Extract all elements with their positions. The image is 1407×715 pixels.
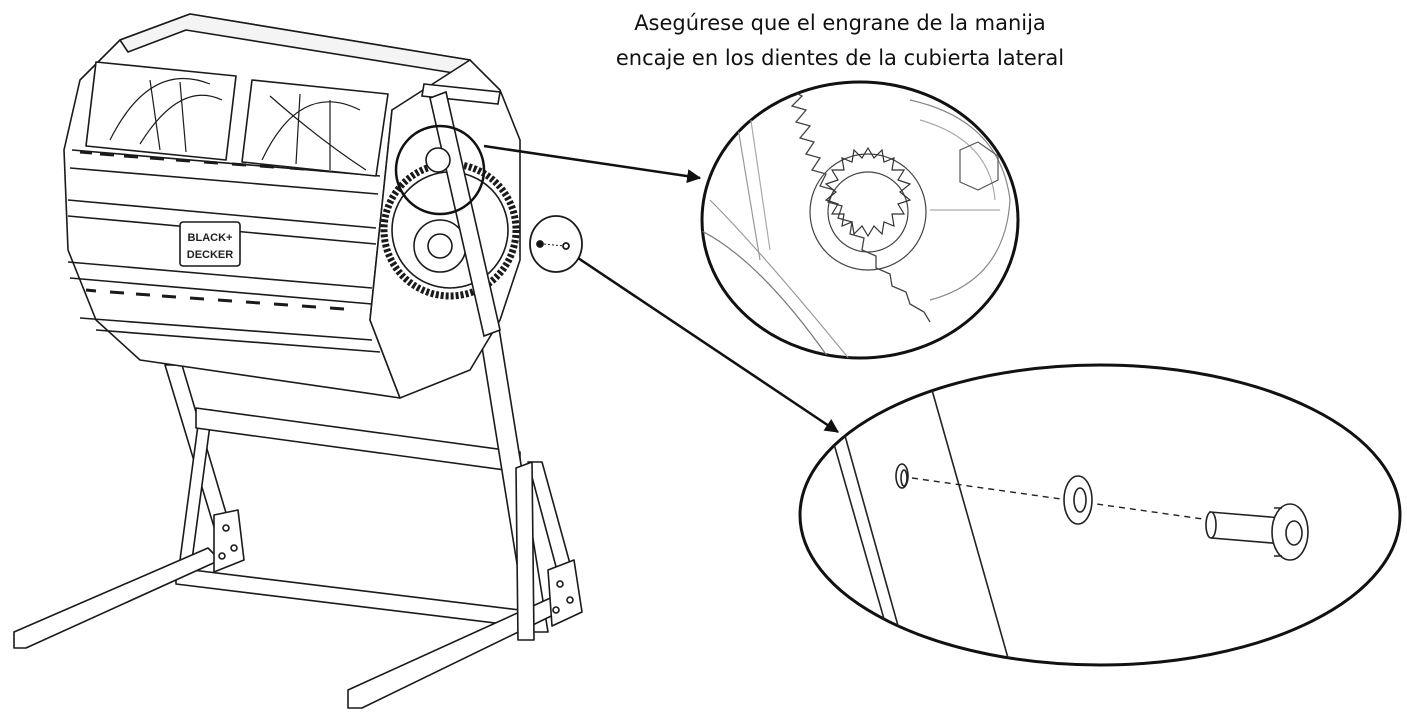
- stand-gusset-left: [213, 509, 245, 573]
- arrow-to-bolt-detail: [577, 256, 839, 434]
- arrow-to-gear-detail: [483, 144, 702, 184]
- logo-plate: [179, 221, 241, 267]
- stand-foot-left: [13, 547, 221, 649]
- drum-window-right: [241, 79, 389, 177]
- logo-text-line-2: DECKER: [187, 249, 234, 261]
- stand-gusset-right: [547, 559, 583, 627]
- logo-text-line-1: BLACK+: [188, 232, 233, 244]
- bolt-location-callout: [529, 215, 583, 273]
- stand-crossbar: [195, 407, 521, 473]
- instruction-line-2: encaje en los dientes de la cubierta lat…: [615, 46, 1065, 70]
- stand-base-rear: [175, 567, 521, 627]
- crank-handle: [421, 83, 501, 338]
- bolt-assembly-detail: [798, 363, 1402, 667]
- instruction-callout-text: Asegúrese que el engrane de la manija en…: [560, 6, 1120, 76]
- instruction-line-1: Asegúrese que el engrane de la manija: [634, 11, 1046, 35]
- gear-engagement-detail: [700, 80, 1020, 360]
- drum-window-left: [85, 61, 237, 161]
- tumbler-stand: [13, 321, 583, 709]
- side-cover-teeth: [789, 89, 931, 323]
- handle-pinion-gear: [809, 153, 927, 271]
- gear-location-callout: [394, 124, 486, 216]
- tumbler-drum: [63, 13, 471, 399]
